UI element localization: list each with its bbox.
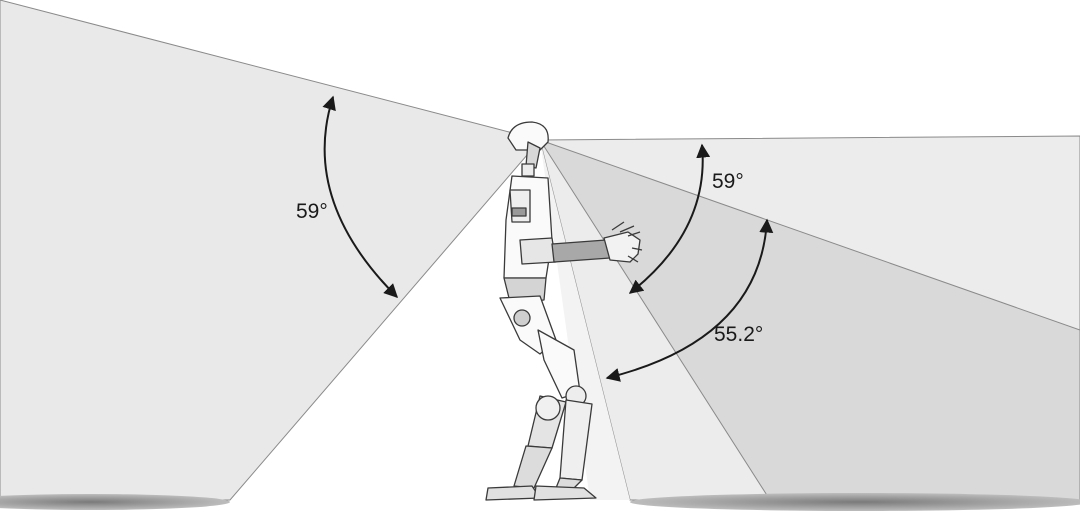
right-upper-angle-label: 59° <box>712 170 744 193</box>
humanoid-robot-icon <box>485 121 643 501</box>
left-ground-shadow <box>0 494 230 510</box>
left-fov-cone <box>0 0 541 501</box>
robot-upper-arm <box>519 237 557 265</box>
robot-forearm <box>551 239 611 263</box>
robot-head <box>507 121 549 151</box>
right-lower-angle-arc <box>605 218 774 382</box>
central-blind-wedge <box>540 140 630 500</box>
right-lower-angle-label: 55.2° <box>714 323 763 346</box>
robot-foot-front <box>533 485 597 501</box>
right-ground-shadow <box>630 493 1080 511</box>
robot-hand <box>603 231 641 263</box>
robot-foot-rear <box>485 485 541 501</box>
left-angle-arc <box>322 95 398 298</box>
left-angle-label: 59° <box>296 200 328 223</box>
